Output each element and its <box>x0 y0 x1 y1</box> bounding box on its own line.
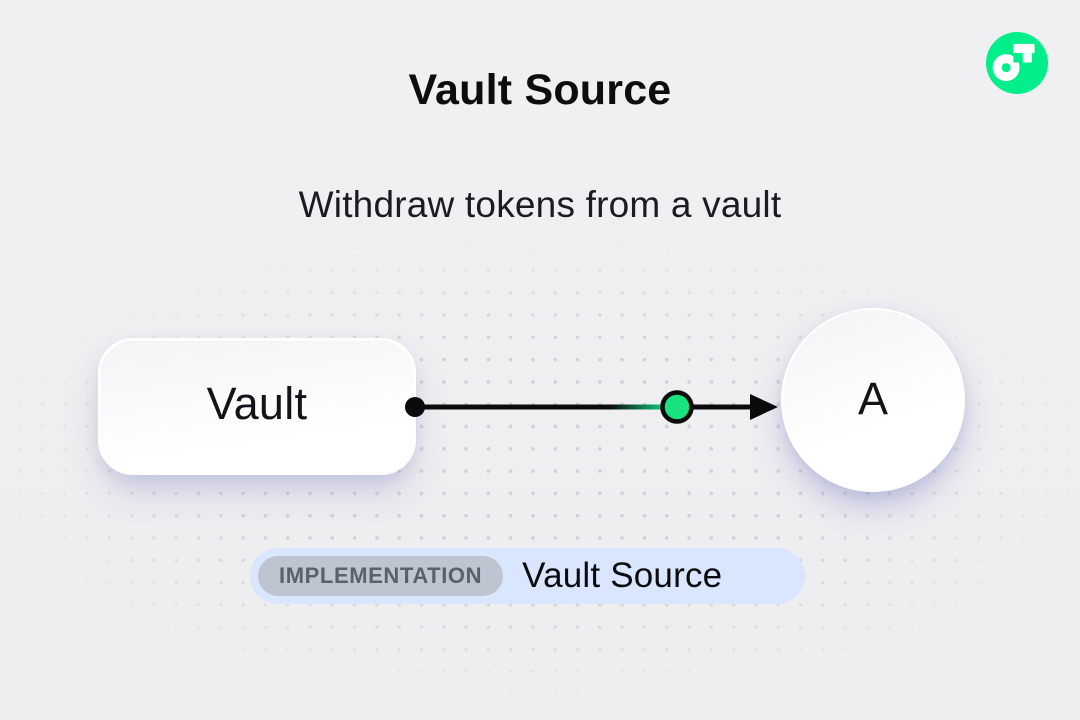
flow-logo-icon <box>986 32 1048 94</box>
account-node-label: A <box>857 373 888 424</box>
implementation-label: Vault Source <box>522 556 723 595</box>
vault-node-label: Vault <box>206 377 308 429</box>
implementation-tag: IMPLEMENTATION <box>258 556 504 596</box>
implementation-badge: IMPLEMENTATION Vault Source <box>250 548 805 604</box>
edge-start-dot-icon <box>405 397 425 417</box>
event-node-icon <box>660 390 694 424</box>
arrowhead-icon <box>750 394 778 420</box>
account-node: A <box>781 308 965 492</box>
page-title: Vault Source <box>408 66 672 114</box>
edge-arrow <box>405 390 778 424</box>
page-subtitle: Withdraw tokens from a vault <box>298 184 782 225</box>
vault-node: Vault <box>98 338 416 475</box>
